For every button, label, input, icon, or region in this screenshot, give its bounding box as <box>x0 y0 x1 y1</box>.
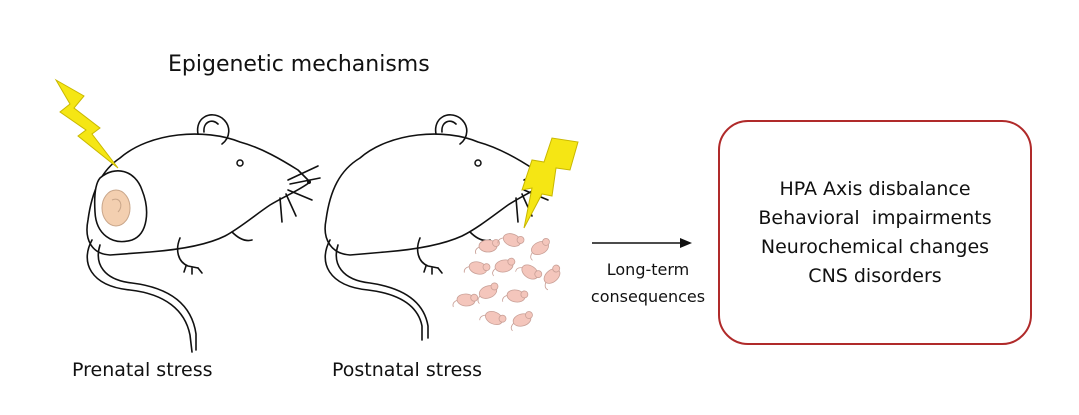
arrow-label-line: Long-term <box>606 260 690 279</box>
caption-prenatal: Prenatal stress <box>72 359 213 381</box>
consequence-item: HPA Axis disbalance <box>779 177 971 200</box>
arrow-right-icon <box>592 238 692 248</box>
mouse-icon <box>324 114 555 341</box>
pup-icon <box>452 292 479 310</box>
pup-icon <box>497 229 526 252</box>
consequence-item: CNS disorders <box>808 264 942 287</box>
pup-icon <box>514 259 544 286</box>
caption-postnatal: Postnatal stress <box>332 359 483 381</box>
consequences-box: HPA Axis disbalance Behavioral impairmen… <box>718 120 1032 345</box>
pup-icon <box>507 310 536 332</box>
pup-icon <box>473 281 502 305</box>
nose-icon <box>307 180 311 184</box>
lightning-bolt-icon <box>521 137 579 229</box>
consequence-item: Neurochemical changes <box>760 235 990 258</box>
arrow-label-line: consequences <box>590 287 706 306</box>
pup-icon <box>478 306 508 331</box>
pup-icon <box>463 258 492 280</box>
pup-icon <box>525 236 555 261</box>
pup-icon <box>537 263 567 291</box>
consequence-item: Behavioral impairments <box>758 206 992 229</box>
lightning-bolt-icon <box>54 78 119 169</box>
pup-icon <box>475 239 500 255</box>
mouse-icon <box>86 114 321 353</box>
arrow-label: Long-term consequences <box>568 256 728 310</box>
embryo-icon <box>101 189 131 227</box>
eye-icon <box>474 159 482 167</box>
diagram-title: Epigenetic mechanisms <box>168 52 430 77</box>
eye-icon <box>236 159 244 167</box>
pups-cluster <box>452 229 567 332</box>
pup-icon <box>501 287 529 307</box>
pup-icon <box>490 257 518 277</box>
